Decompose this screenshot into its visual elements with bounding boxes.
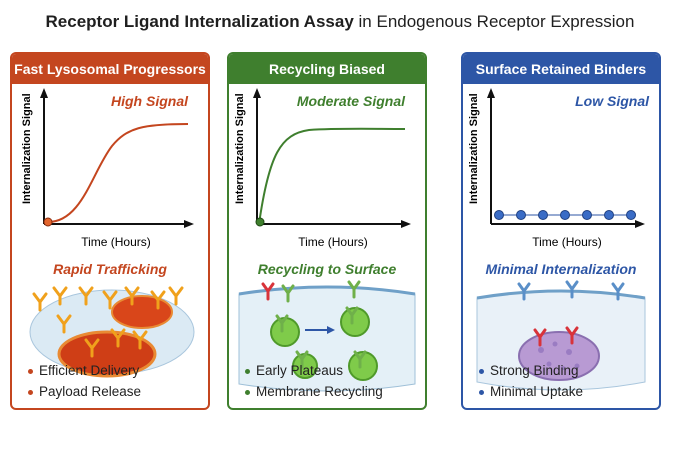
lysosome-small <box>111 295 173 329</box>
panel-header: Surface Retained Binders <box>463 54 659 84</box>
recycling-vesicles <box>270 307 378 381</box>
membrane-surface <box>238 285 416 296</box>
curve-start-dot <box>255 217 265 227</box>
x-axis-arrow <box>184 220 194 228</box>
surface-receptors <box>517 280 625 301</box>
bullet-list: Strong Binding Minimal Uptake <box>479 360 583 402</box>
y-axis-label: Internalization Signal <box>21 93 33 204</box>
receptor-ligands <box>32 286 184 358</box>
signal-label: Moderate Signal <box>297 93 406 109</box>
bullet-item: Efficient Delivery <box>28 360 141 381</box>
mechanism-label: Rapid Trafficking <box>53 261 167 277</box>
bullet-item: Payload Release <box>28 381 141 402</box>
y-axis-arrow <box>40 88 48 98</box>
data-points <box>494 210 636 220</box>
y-axis-label: Internalization Signal <box>468 93 480 204</box>
panel-header: Recycling Biased Internalizers <box>229 54 425 107</box>
panel-header: Fast Lysosomal Progressors <box>12 54 208 84</box>
page-title: Receptor Ligand Internalization Assay in… <box>45 12 635 31</box>
bullet-list: Efficient Delivery Payload Release <box>28 360 141 402</box>
bullet-dot-icon <box>479 389 484 395</box>
mechanism-label: Recycling to Surface <box>258 261 397 277</box>
receptors <box>261 280 367 369</box>
panel-recycling-biased: Recycling Biased Internalizers Internali… <box>227 52 427 410</box>
curve-start-dot <box>43 217 53 227</box>
bullet-item: Strong Binding <box>479 360 583 381</box>
x-axis-label: Time (Hours) <box>298 235 368 249</box>
bullet-item: Early Plateaus <box>245 360 383 381</box>
lysosome-large <box>57 330 157 378</box>
panel-fast-lysosomal: Fast Lysosomal Progressors Internalizati… <box>10 52 210 410</box>
panel-graphic: Internalization Signal Time (Hours) Mode… <box>234 88 416 392</box>
signal-curve <box>47 123 189 223</box>
y-axis-arrow <box>487 88 495 98</box>
x-axis-arrow <box>635 220 645 228</box>
y-axis-label: Internalization Signal <box>234 93 246 204</box>
bullet-list: Early Plateaus Membrane Recycling <box>245 360 383 402</box>
bound-ligands <box>533 326 579 347</box>
bullet-item: Minimal Uptake <box>479 381 583 402</box>
panel-graphic: Internalization Signal Time (Hours) Low … <box>468 88 650 391</box>
bullet-item: Membrane Recycling <box>245 381 383 402</box>
bullet-dot-icon <box>245 368 250 374</box>
signal-curve <box>258 127 406 225</box>
x-axis-label: Time (Hours) <box>532 235 602 249</box>
bullet-dot-icon <box>28 368 33 374</box>
recycling-arrowhead-icon <box>327 326 335 334</box>
bullet-dot-icon <box>479 368 484 374</box>
x-axis-label: Time (Hours) <box>81 235 151 249</box>
panel-surface-retained: Surface Retained Binders Internalization… <box>461 52 661 410</box>
y-axis-arrow <box>253 88 261 98</box>
endosome-texture <box>538 341 580 370</box>
signal-label: Low Signal <box>575 93 650 109</box>
mechanism-label: Minimal Internalization <box>486 261 637 277</box>
bullet-dot-icon <box>245 389 250 395</box>
membrane-surface <box>476 289 646 300</box>
bullet-dot-icon <box>28 389 33 395</box>
panel-graphic: Internalization Signal Time (Hours) High… <box>21 88 195 378</box>
signal-label: High Signal <box>111 93 189 109</box>
x-axis-arrow <box>401 220 411 228</box>
